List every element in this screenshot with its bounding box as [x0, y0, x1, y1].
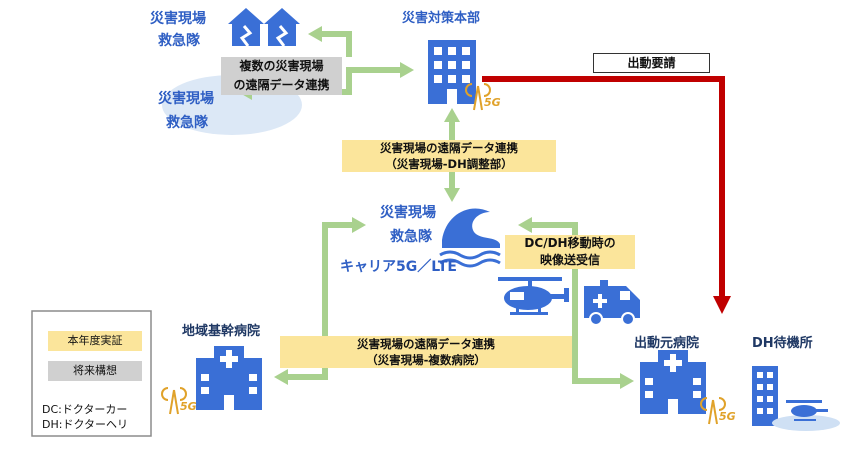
site-team-1-label-line2: 救急隊 [158, 33, 200, 49]
ambulance-icon [584, 280, 640, 326]
origin-hospital-label: 出動元病院 [634, 336, 700, 351]
regional-hospital-icon [196, 346, 262, 410]
site-team-2-label-line1: 災害現場 [158, 91, 214, 107]
legend-future-label: 将来構想 [73, 364, 117, 377]
antenna-5g-icon-regional [161, 387, 187, 415]
hq-label: 災害対策本部 [402, 11, 481, 26]
hospital-link-box: 災害現場の遠隔データ連携 （災害現場-複数病院） [280, 336, 572, 368]
damaged-houses-icon [228, 8, 300, 47]
video-link-line2: 映像送受信 [539, 253, 600, 267]
antenna-5g-icon-origin [700, 397, 726, 425]
dispatch-request-label: 出動要請 [627, 56, 676, 70]
hospital-link-line1: 災害現場の遠隔データ連携 [357, 337, 495, 351]
multi-site-link-box: 複数の災害現場 の遠隔データ連携 [221, 57, 342, 95]
legend-current-swatch: 本年度実証 [48, 331, 142, 351]
hq-link-box: 災害現場の遠隔データ連携 （災害現場-DH調整部） [342, 140, 556, 172]
legend-note-dc: DC:ドクターカー [42, 403, 128, 416]
dh-standby-icon [752, 366, 840, 431]
legend-current-label: 本年度実証 [67, 334, 123, 347]
antenna-5g-icon-hq [465, 83, 491, 111]
helicopter-icon [498, 277, 569, 315]
site-team-center-label-line1: 災害現場 [380, 205, 436, 221]
badge-5g-hq: 5G [484, 96, 501, 109]
site-team-center-label-line2: 救急隊 [390, 229, 432, 245]
badge-5g-origin: 5G [719, 410, 736, 423]
legend-future-swatch: 将来構想 [48, 361, 142, 381]
legend-note-dh: DH:ドクターヘリ [42, 418, 129, 431]
multi-site-link-line2: の遠隔データ連携 [233, 78, 330, 92]
regional-hospital-label: 地域基幹病院 [182, 324, 261, 339]
dh-standby-label: DH待機所 [752, 336, 813, 351]
hq-link-line1: 災害現場の遠隔データ連携 [380, 141, 518, 155]
dispatch-request-box: 出動要請 [593, 53, 710, 73]
tsunami-wave-icon [439, 208, 501, 268]
multi-site-link-line1: 複数の災害現場 [239, 59, 324, 73]
video-link-line1: DC/DH移動時の [524, 236, 616, 250]
hospital-link-line2: （災害現場-複数病院） [366, 353, 486, 367]
video-link-box: DC/DH移動時の 映像送受信 [505, 235, 635, 269]
origin-hospital-icon [640, 350, 706, 414]
dispatch-arrow [482, 76, 731, 314]
carrier-label: キャリア5G／LTE [340, 259, 457, 275]
hq-link-line2: （災害現場-DH調整部） [385, 157, 513, 171]
site-team-1-label-line1: 災害現場 [150, 11, 206, 27]
site-team-2-label-line2: 救急隊 [166, 115, 208, 131]
badge-5g-regional: 5G [180, 400, 197, 413]
